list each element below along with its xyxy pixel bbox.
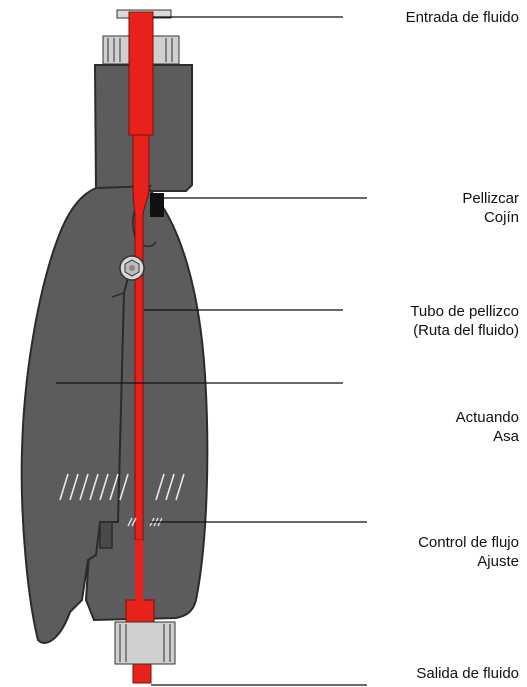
flow-control-text-2: Ajuste: [418, 552, 519, 571]
pinch-cushion-text-2: Cojín: [462, 208, 519, 227]
pinch-cushion-label: Pellizcar Cojín: [462, 189, 519, 227]
pivot-bolt: [120, 256, 144, 280]
fluid-inlet-text: Entrada de fluido: [406, 8, 519, 27]
flow-control-text-1: Control de flujo: [418, 533, 519, 552]
fluid-outlet-label: Salida de fluido: [416, 664, 519, 683]
pinch-cushion-text-1: Pellizcar: [462, 189, 519, 208]
handle-notch: [100, 522, 112, 548]
actuating-handle-text-2: Asa: [456, 427, 519, 446]
pinch-tube-text-2: (Ruta del fluido): [410, 321, 519, 340]
pinch-tube-label: Tubo de pellizco (Ruta del fluido): [410, 302, 519, 340]
fluid-inlet-label: Entrada de fluido: [406, 8, 519, 27]
bottom-fitting: [115, 622, 175, 664]
flow-control-label: Control de flujo Ajuste: [418, 533, 519, 571]
fluid-outlet-text: Salida de fluido: [416, 664, 519, 683]
actuating-handle-text-1: Actuando: [456, 408, 519, 427]
pinch-cushion: [150, 193, 164, 217]
pinch-tube-text-1: Tubo de pellizco: [410, 302, 519, 321]
actuating-handle-label: Actuando Asa: [456, 408, 519, 446]
